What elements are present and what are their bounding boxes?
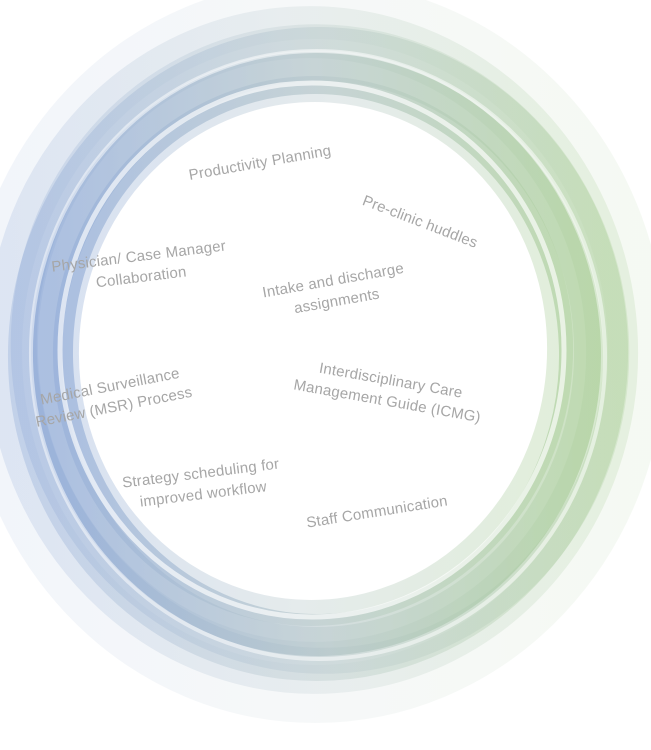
ring-highlight-streaks bbox=[28, 49, 608, 661]
ring-band-layers bbox=[0, 0, 651, 723]
